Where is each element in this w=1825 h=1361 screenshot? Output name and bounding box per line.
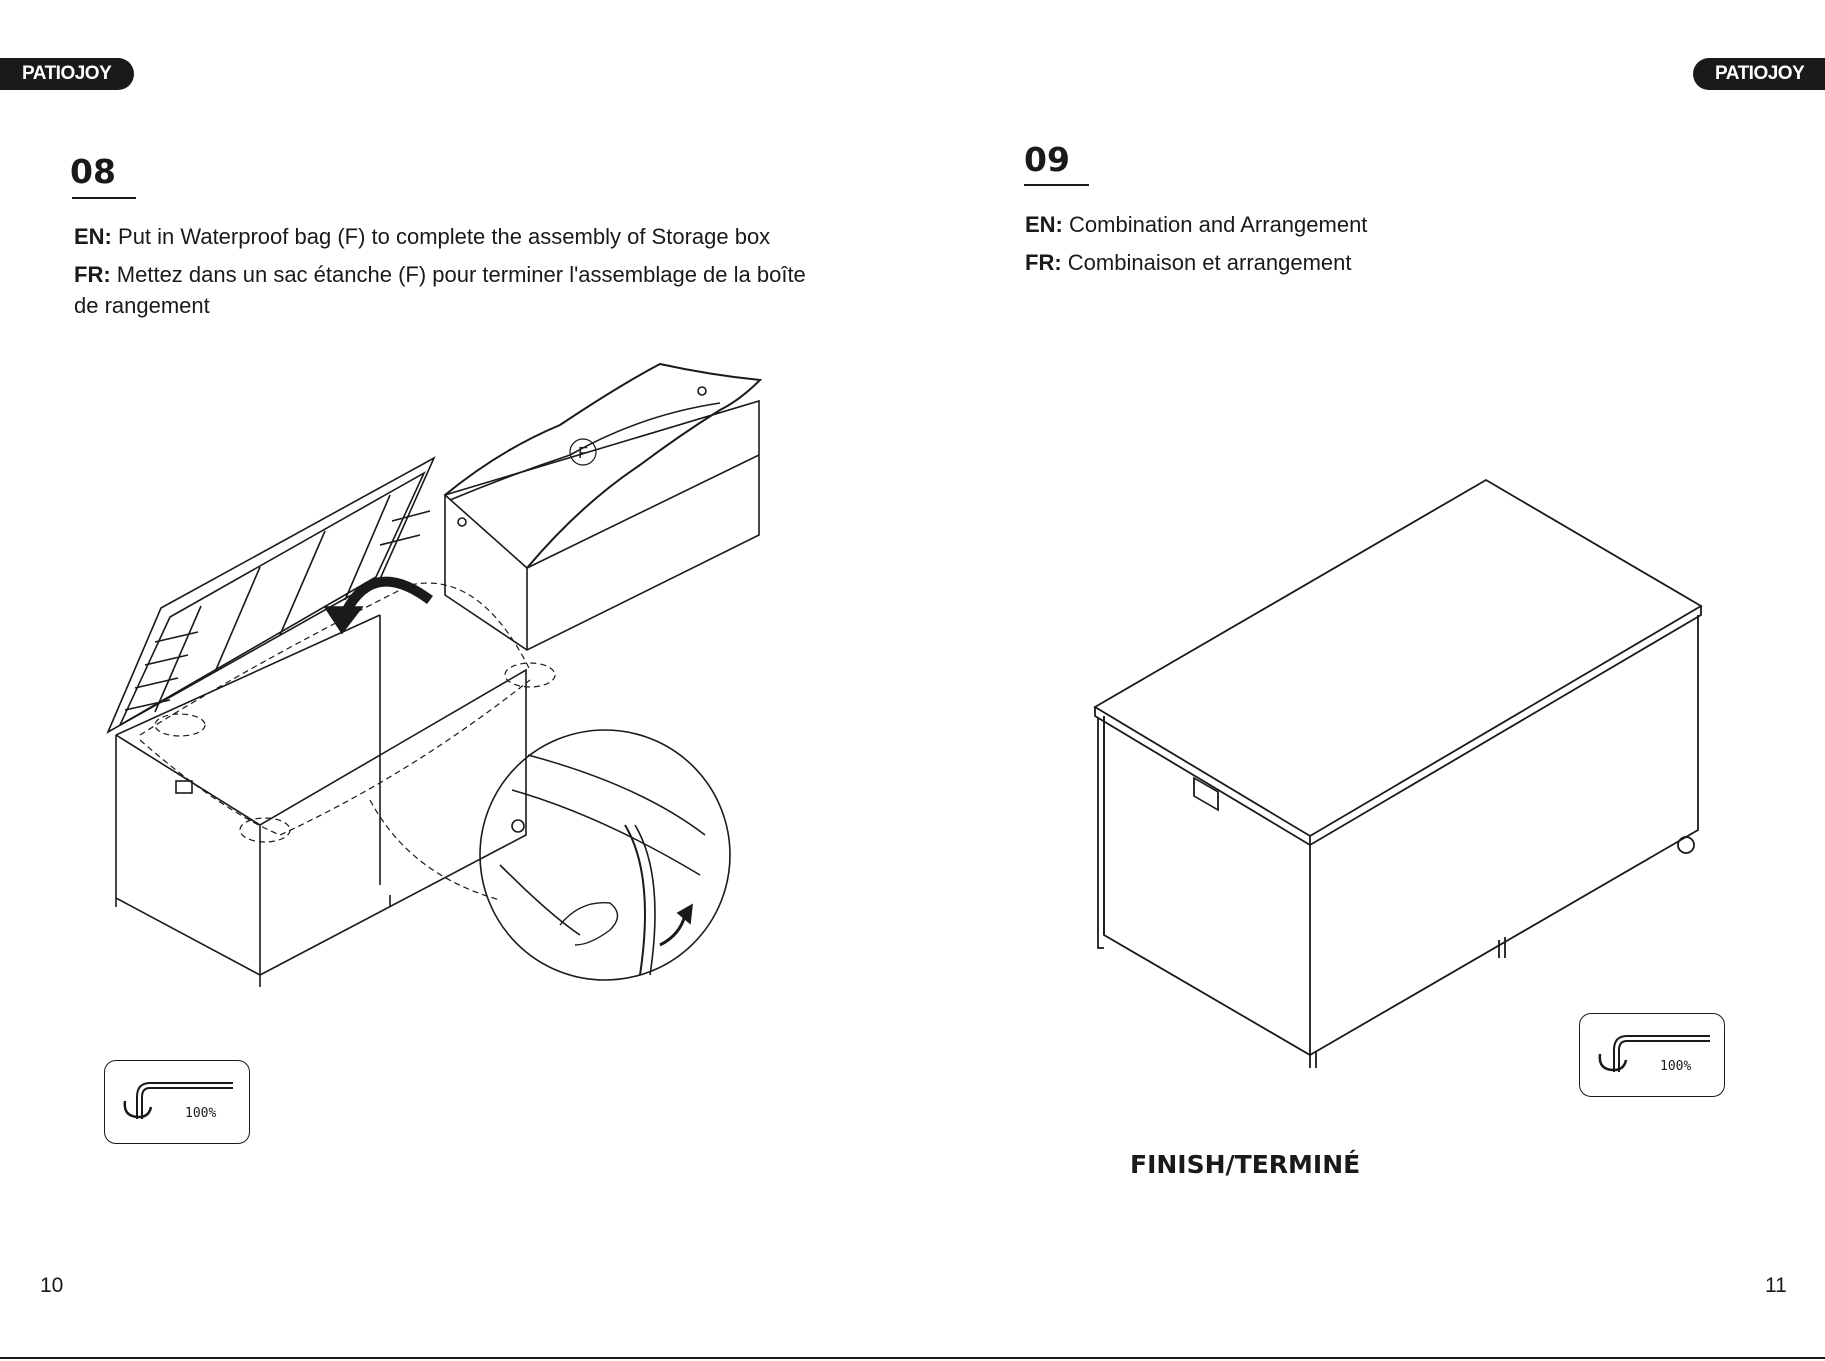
lang-label-fr: FR: bbox=[74, 262, 111, 287]
tool-percent: 100% bbox=[185, 1106, 216, 1121]
step-number: 08 bbox=[70, 152, 116, 191]
step-underline bbox=[72, 197, 136, 199]
brand-logo-text: PATIOJOY bbox=[22, 63, 111, 85]
finish-label: FINISH/TERMINÉ bbox=[1130, 1150, 1360, 1179]
part-label-f: F bbox=[578, 445, 588, 462]
brand-logo-right: PATIOJOY bbox=[1693, 58, 1825, 90]
lang-label-fr: FR: bbox=[1025, 250, 1062, 275]
instruction-fr-text: Mettez dans un sac étanche (F) pour term… bbox=[117, 262, 806, 287]
allen-key-icon bbox=[1580, 1014, 1724, 1096]
instruction-fr: FR: Combinaison et arrangement bbox=[1025, 247, 1745, 278]
instruction-en-text: Put in Waterproof bag (F) to complete th… bbox=[118, 224, 770, 249]
tool-percent: 100% bbox=[1660, 1059, 1691, 1074]
rotate-arrow-icon bbox=[1600, 1054, 1626, 1070]
lid-frame bbox=[108, 458, 434, 732]
brand-logo-left: PATIOJOY bbox=[0, 58, 134, 90]
hand-icon bbox=[560, 903, 618, 945]
instruction-fr: FR: Mettez dans un sac étanche (F) pour … bbox=[74, 259, 854, 321]
brand-logo-text: PATIOJOY bbox=[1715, 63, 1804, 85]
page-number-left: 10 bbox=[40, 1274, 63, 1298]
assembled-storage-box-illustration bbox=[1090, 470, 1730, 1080]
instruction-fr-text: Combinaison et arrangement bbox=[1068, 250, 1352, 275]
lang-label-en: EN: bbox=[1025, 212, 1063, 237]
curved-arrow-icon bbox=[325, 582, 430, 633]
lang-label-en: EN: bbox=[74, 224, 112, 249]
instruction-en: EN: Combination and Arrangement bbox=[1025, 209, 1745, 240]
step-underline bbox=[1024, 184, 1089, 186]
instruction-en: EN: Put in Waterproof bag (F) to complet… bbox=[74, 221, 834, 252]
page-number-right: 11 bbox=[1765, 1274, 1787, 1298]
bottom-divider bbox=[0, 1357, 1825, 1359]
waterproof-bag: F bbox=[445, 364, 760, 650]
detail-zoom bbox=[480, 730, 730, 980]
step-number: 09 bbox=[1024, 140, 1070, 179]
tool-badge: 100% bbox=[1579, 1013, 1725, 1097]
allen-key-icon bbox=[105, 1061, 249, 1143]
tool-badge: 100% bbox=[104, 1060, 250, 1144]
instruction-en-text: Combination and Arrangement bbox=[1069, 212, 1367, 237]
storage-box-bag-illustration: F bbox=[80, 355, 780, 1105]
box-body bbox=[116, 615, 526, 987]
instruction-fr-text-cont: de rangement bbox=[74, 293, 210, 318]
